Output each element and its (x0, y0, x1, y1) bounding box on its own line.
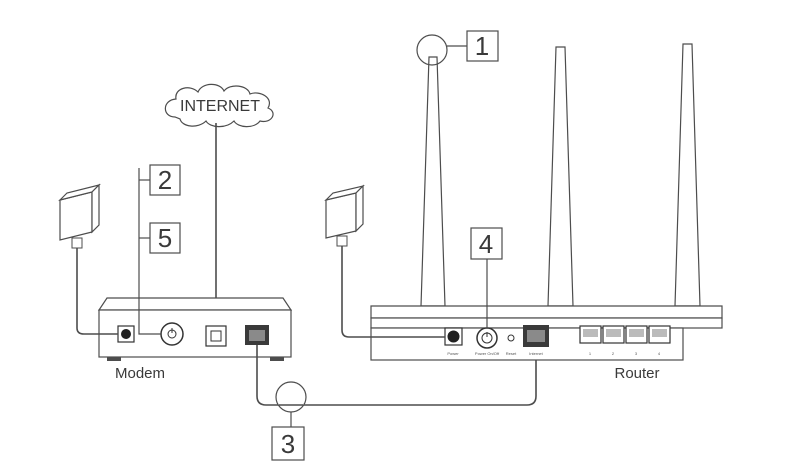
step-1-badge: 1 (466, 30, 499, 62)
lan-port-1-label: 1 (589, 351, 592, 356)
step-4-badge: 4 (470, 227, 503, 260)
step-5-badge: 5 (149, 222, 181, 254)
callout-leader-2-5 (138, 168, 161, 335)
router-power-cable (341, 246, 445, 338)
router-power-jack (447, 330, 460, 343)
router-reset-button (507, 334, 515, 342)
step-3-badge: 3 (271, 426, 305, 461)
step-4-label: 4 (479, 229, 493, 259)
lan-port-4-label: 4 (658, 351, 661, 356)
modem-label: Modem (115, 365, 165, 382)
antenna-left (420, 56, 446, 307)
antenna-highlight-circle (416, 34, 448, 66)
router-label: Router (614, 365, 659, 382)
lan-port-2-label: 2 (612, 351, 615, 356)
step-5-label: 5 (158, 223, 172, 253)
router-power-text: Power (447, 351, 459, 356)
modem (97, 297, 293, 361)
router-power-adapter-icon (324, 184, 365, 247)
step-3-label: 3 (281, 429, 295, 459)
lan-port-3-label: 3 (635, 351, 638, 356)
router-power-switch-text: Power On/Off (475, 351, 500, 356)
router: Power Power On/Off Reset Internet 1 2 3 … (370, 305, 723, 361)
router-reset-text: Reset (506, 351, 517, 356)
modem-power-jack (121, 329, 131, 339)
internet-label: INTERNET (180, 98, 260, 115)
router-lan-ports: 1 2 3 4 (579, 325, 671, 356)
antenna-right (674, 43, 701, 307)
step-1-label: 1 (475, 31, 489, 61)
antenna-middle (547, 46, 574, 307)
modem-power-adapter-icon (58, 183, 101, 249)
modem-power-button (160, 322, 184, 346)
router-internet-text: Internet (529, 351, 543, 356)
internet-cloud: INTERNET (164, 83, 274, 128)
step-2-badge: 2 (149, 164, 181, 196)
cable-highlight-circle (275, 381, 307, 413)
ethernet-cable (256, 345, 537, 406)
router-antennas (420, 43, 701, 307)
modem-power-cable (76, 248, 118, 335)
step-2-label: 2 (158, 165, 172, 195)
router-power-switch (476, 327, 498, 349)
